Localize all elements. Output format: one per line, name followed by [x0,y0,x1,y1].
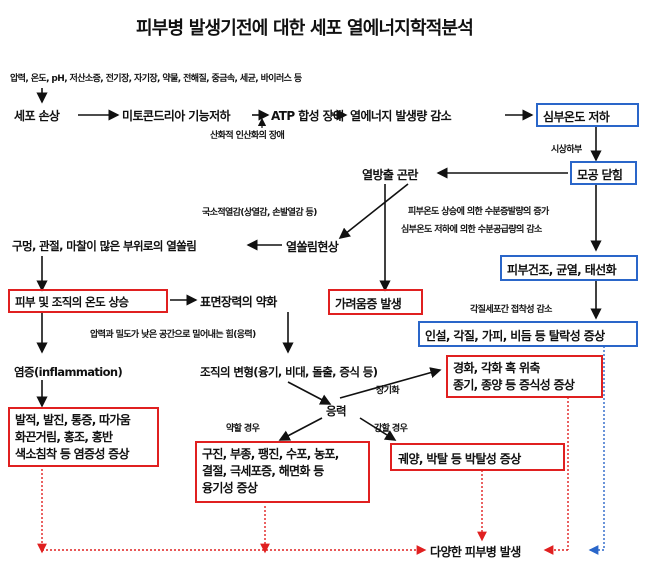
causes-text: 압력, 온도, pH, 저산소증, 전기장, 자기장, 약물, 전해질, 중금속… [10,74,302,84]
ulcer-box: 궤양, 박탈 등 박탈성 증상 [390,443,565,471]
ulcer-label: 궤양, 박탈 등 박탈성 증상 [398,452,521,466]
hardening-line-1: 경화, 각화 혹 위축 [453,361,540,375]
local-heat-note: 국소적열감(상열감, 손발열감 등) [202,208,317,218]
hardening-text: 경화, 각화 혹 위축 종기, 종양 등 증식성 증상 [448,357,601,397]
core-temp-label: 심부온도 저하 [543,110,610,124]
scale-box: 인설, 각질, 가피, 비듬 등 탈락성 증상 [418,321,638,347]
skin-dry-box: 피부건조, 균열, 태선화 [500,255,638,281]
weak-label: 약할 경우 [226,424,260,434]
itch-label: 가려움증 발생 [335,297,402,311]
mito-label: 미토콘드리아 기능저하 [122,109,231,123]
hardening-box: 경화, 각화 혹 위축 종기, 종양 등 증식성 증상 [446,355,603,398]
skin-temp-rise-label: 피부 및 조직의 온도 상승 [15,295,129,309]
scale-label: 인설, 각질, 가피, 비듬 등 탈락성 증상 [425,329,605,343]
hole-joint-label: 구멍, 관절, 마찰이 많은 부위로의 열쏠림 [12,239,197,253]
long-term-label: 장기화 [376,386,400,396]
bulge-line-3: 융기성 증상 [202,481,258,495]
adhesion-note: 각질세포간 접착성 감소 [470,305,552,315]
heat-release-label: 열방출 곤란 [362,168,418,182]
core-temp-box: 심부온도 저하 [536,103,639,127]
final-outcome-label: 다양한 피부병 발생 [430,545,521,559]
inflammatory-line-2: 화끈거림, 홍조, 홍반 [15,430,113,444]
strong-label: 강할 경우 [374,424,408,434]
stress-label: 응력 [326,404,347,418]
hypothalamus-label: 시상하부 [551,145,582,155]
inflammatory-line-1: 발적, 발진, 통증, 따가움 [15,413,131,427]
pore-label: 모공 닫힘 [577,168,623,182]
inflammation-label: 염증(inflammation) [14,365,123,379]
itch-box: 가려움증 발생 [328,289,423,315]
pore-box: 모공 닫힘 [570,161,637,185]
pressure-note: 압력과 밀도가 낮은 공간으로 밀어내는 힘(응력) [90,330,256,340]
skin-temp-rise-box: 피부 및 조직의 온도 상승 [8,289,168,313]
heat-energy-label: 열에너지 발생량 감소 [350,109,452,123]
moisture-note-1: 피부온도 상승에 의한 수분증발량의 증가 [408,207,549,217]
hardening-line-2: 종기, 종양 등 증식성 증상 [453,378,575,392]
surface-tension-label: 표면장력의 약화 [200,295,277,309]
oxphos-note: 산화적 인산화의 장애 [210,131,285,141]
inflammatory-symptoms-text: 발적, 발진, 통증, 따가움 화끈거림, 홍조, 홍반 색소침착 등 염증성 … [10,409,157,466]
bulge-symptoms-text: 구진, 부종, 팽진, 수포, 농포, 결절, 극세포증, 해면화 등 융기성 … [197,443,368,500]
heat-shift-label: 열쏠림현상 [286,240,339,254]
skin-dry-label: 피부건조, 균열, 태선화 [507,263,617,277]
inflammatory-symptoms-box: 발적, 발진, 통증, 따가움 화끈거림, 홍조, 홍반 색소침착 등 염증성 … [8,407,159,467]
bulge-line-1: 구진, 부종, 팽진, 수포, 농포, [202,447,339,461]
atp-label: ATP 합성 장애 [271,109,344,123]
bulge-line-2: 결절, 극세포증, 해면화 등 [202,464,324,478]
deformation-label: 조직의 변형(융기, 비대, 돌출, 증식 등) [200,365,378,379]
inflammatory-line-3: 색소침착 등 염증성 증상 [15,447,130,461]
page-title: 피부병 발생기전에 대한 세포 열에너지학적분석 [136,18,474,39]
moisture-note-2: 심부온도 저하에 의한 수분공급량의 감소 [401,225,542,235]
bulge-symptoms-box: 구진, 부종, 팽진, 수포, 농포, 결절, 극세포증, 해면화 등 융기성 … [195,441,370,503]
cell-damage-label: 세포 손상 [14,109,60,123]
